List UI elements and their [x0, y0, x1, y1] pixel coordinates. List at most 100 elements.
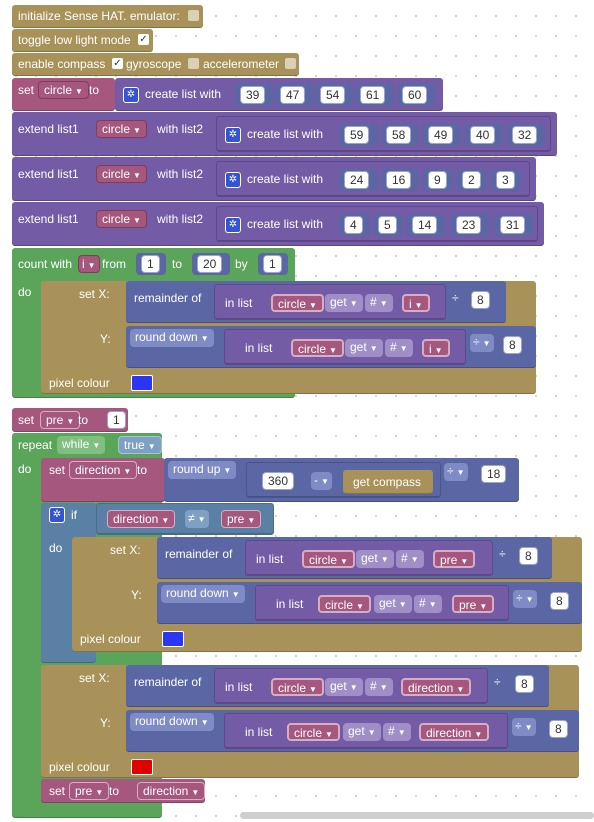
set-circle-block[interactable]: set circle▼ to: [12, 78, 115, 111]
pixel-colour-swatch[interactable]: [162, 631, 184, 647]
get-mode-dropdown[interactable]: get▼: [374, 595, 412, 613]
mutator-gear-icon[interactable]: ✲: [49, 507, 65, 523]
in-list-get-block[interactable]: in list circle▼ get▼ #▼ direction▼: [224, 713, 508, 749]
circle-var-dropdown[interactable]: circle▼: [302, 550, 355, 568]
set-pre-block[interactable]: set pre▼ to 1: [12, 408, 128, 432]
in-list-get-block[interactable]: in list circle▼ get▼ #▼ direction▼: [214, 668, 488, 704]
set-direction-block[interactable]: set direction▼ to: [41, 458, 165, 502]
number-field[interactable]: 23: [456, 216, 482, 234]
index-var-dropdown[interactable]: pre▼: [433, 550, 476, 568]
number-field[interactable]: 360: [262, 472, 295, 490]
get-mode-dropdown[interactable]: get▼: [356, 550, 394, 568]
round-mode-dropdown[interactable]: round down▼: [130, 713, 214, 731]
number-field[interactable]: 3: [496, 171, 515, 189]
circle-var-dropdown[interactable]: circle▼: [318, 595, 371, 613]
create-list-block[interactable]: ✲ create list with 4 5 14 23 31: [216, 206, 538, 242]
index-var-dropdown[interactable]: i▼: [422, 339, 450, 357]
round-down-block[interactable]: round down▼ in list circle▼ get▼ #▼ pre▼…: [157, 582, 582, 624]
number-field[interactable]: 54: [320, 86, 346, 104]
number-field[interactable]: 18: [481, 465, 507, 483]
create-list-block[interactable]: ✲ create list with 24 16 9 2 3: [216, 161, 530, 197]
index-mode-dropdown[interactable]: #▼: [385, 339, 413, 357]
number-field[interactable]: 8: [503, 336, 522, 354]
get-mode-dropdown[interactable]: get▼: [325, 294, 363, 312]
divide-op-dropdown[interactable]: ÷▼: [513, 590, 537, 608]
number-field[interactable]: 9: [428, 171, 447, 189]
number-field[interactable]: 8: [549, 720, 568, 738]
in-list-get-block[interactable]: in list circle▼ get▼ #▼ pre▼: [255, 585, 509, 621]
round-up-block[interactable]: round up▼ 360 -▼ get compass ÷▼ 18: [164, 458, 519, 502]
emulator-checkbox[interactable]: [188, 10, 199, 21]
divide-op-dropdown[interactable]: ÷▼: [512, 718, 536, 736]
extend-block-3[interactable]: extend list1 circle▼ with list2 ✲ create…: [12, 202, 544, 246]
compare-block[interactable]: direction▼ ≠▼ pre▼: [96, 503, 274, 535]
circle-var-dropdown[interactable]: circle▼: [271, 294, 324, 312]
low-light-checkbox[interactable]: ✓: [138, 34, 149, 45]
by-number-field[interactable]: 1: [263, 255, 282, 273]
gyroscope-checkbox[interactable]: [188, 58, 199, 69]
circle-var-dropdown[interactable]: circle▼: [96, 165, 147, 183]
circle-var-dropdown[interactable]: circle▼: [96, 120, 147, 138]
from-number-field[interactable]: 1: [141, 255, 160, 273]
horizontal-scrollbar[interactable]: [240, 812, 594, 819]
mutator-gear-icon[interactable]: ✲: [123, 87, 139, 103]
repeat-mode-dropdown[interactable]: while▼: [57, 436, 106, 454]
number-field[interactable]: 59: [344, 126, 370, 144]
number-field[interactable]: 5: [378, 216, 397, 234]
create-list-block[interactable]: ✲ create list with 59 58 49 40 32: [216, 116, 551, 152]
number-field[interactable]: 8: [515, 675, 534, 693]
circle-var-dropdown[interactable]: circle▼: [287, 723, 340, 741]
divide-op-dropdown[interactable]: ÷▼: [444, 463, 468, 481]
round-mode-dropdown[interactable]: round down▼: [130, 329, 214, 347]
init-sensehat-block[interactable]: initialize Sense HAT. emulator:: [12, 5, 203, 28]
index-mode-dropdown[interactable]: #▼: [396, 550, 424, 568]
remainder-block[interactable]: remainder of in list circle▼ get▼ #▼ pre…: [157, 537, 552, 579]
round-mode-dropdown[interactable]: round down▼: [161, 585, 245, 603]
condition-dropdown[interactable]: true▼: [118, 436, 162, 454]
get-compass-block[interactable]: get compass: [343, 470, 433, 494]
remainder-block[interactable]: remainder of in list circle▼ get▼ #▼ dir…: [126, 665, 549, 707]
get-mode-dropdown[interactable]: get▼: [343, 723, 381, 741]
index-mode-dropdown[interactable]: #▼: [365, 678, 393, 696]
divide-op-dropdown[interactable]: ÷▼: [470, 334, 494, 352]
in-list-get-block[interactable]: in list circle▼ get▼ #▼ i▼: [214, 284, 446, 320]
direction-var-dropdown[interactable]: direction▼: [69, 461, 138, 479]
compare-op-dropdown[interactable]: ≠▼: [185, 510, 209, 528]
mutator-gear-icon[interactable]: ✲: [225, 217, 241, 233]
enable-sensors-block[interactable]: enable compass ✓ gyroscope accelerometer: [12, 53, 299, 76]
index-var-dropdown[interactable]: i▼: [402, 294, 430, 312]
extend-block-2[interactable]: extend list1 circle▼ with list2 ✲ create…: [12, 157, 536, 201]
index-mode-dropdown[interactable]: #▼: [414, 595, 442, 613]
mutator-gear-icon[interactable]: ✲: [225, 127, 241, 143]
number-field[interactable]: 24: [344, 171, 370, 189]
to-number-field[interactable]: 20: [197, 255, 223, 273]
number-field[interactable]: 31: [500, 216, 526, 234]
pre-var-dropdown[interactable]: pre▼: [40, 411, 81, 429]
round-down-block[interactable]: round down▼ in list circle▼ get▼ #▼ dire…: [126, 710, 579, 752]
i-var-dropdown[interactable]: i▼: [78, 255, 100, 273]
pre-value-field[interactable]: 1: [107, 411, 126, 429]
circle-var-dropdown[interactable]: circle▼: [38, 81, 89, 99]
number-field[interactable]: 14: [412, 216, 438, 234]
in-list-get-block[interactable]: in list circle▼ get▼ #▼ pre▼: [245, 540, 493, 576]
index-mode-dropdown[interactable]: #▼: [365, 294, 393, 312]
number-field[interactable]: 8: [471, 291, 490, 309]
round-down-block[interactable]: round down▼ in list circle▼ get▼ #▼ i▼ ÷…: [126, 326, 536, 368]
number-field[interactable]: 4: [344, 216, 363, 234]
number-field[interactable]: 47: [280, 86, 306, 104]
circle-var-dropdown[interactable]: circle▼: [271, 678, 324, 696]
number-field[interactable]: 60: [402, 86, 428, 104]
index-var-dropdown[interactable]: pre▼: [452, 595, 495, 613]
create-list-block[interactable]: ✲ create list with 39 47 54 61 60: [115, 78, 443, 111]
number-field[interactable]: 61: [360, 86, 386, 104]
compass-checkbox[interactable]: ✓: [112, 58, 123, 69]
number-field[interactable]: 2: [462, 171, 481, 189]
number-field[interactable]: 32: [512, 126, 538, 144]
low-light-block[interactable]: toggle low light mode ✓: [12, 29, 153, 52]
extend-block-1[interactable]: extend list1 circle▼ with list2 ✲ create…: [12, 112, 557, 156]
set-pre-direction-block[interactable]: set pre▼ to direction▼: [41, 779, 206, 803]
pixel-colour-swatch[interactable]: [131, 759, 153, 775]
circle-var-dropdown[interactable]: circle▼: [291, 339, 344, 357]
accelerometer-checkbox[interactable]: [285, 58, 296, 69]
in-list-get-block[interactable]: in list circle▼ get▼ #▼ i▼: [224, 329, 466, 365]
